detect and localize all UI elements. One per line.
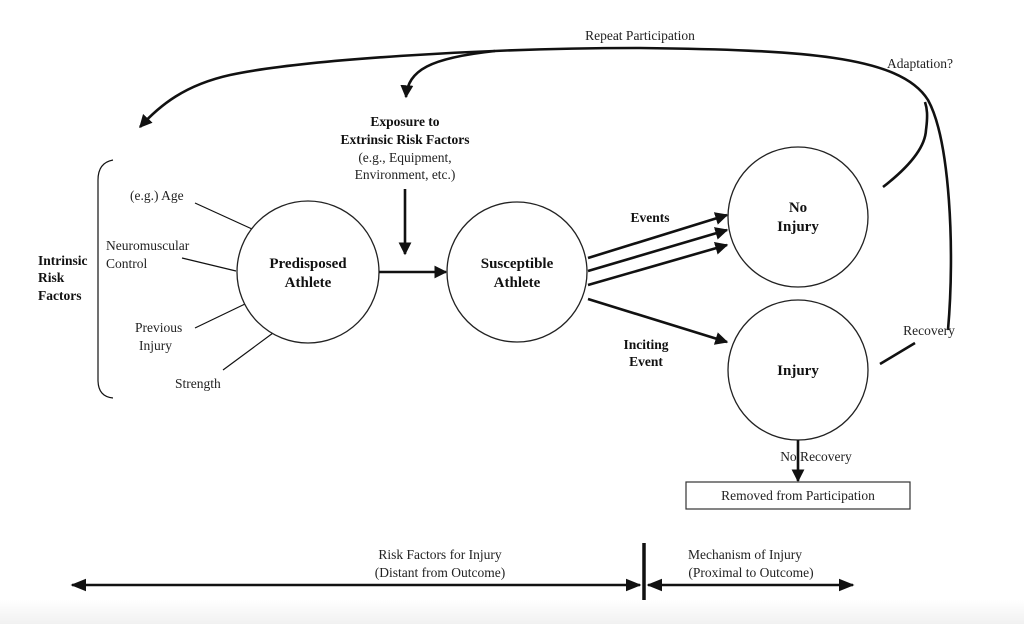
no-injury-line1: No (789, 200, 807, 216)
repeat-participation-label: Repeat Participation (585, 28, 695, 43)
removed-box (685, 481, 911, 510)
injury-label: Injury (777, 363, 819, 379)
inciting-event-arrow (587, 297, 729, 345)
no-recovery-label: No Recovery (780, 449, 852, 464)
event-arrow-2 (587, 227, 729, 273)
caption-fade-region (0, 600, 1024, 624)
no-injury-line2: Injury (777, 219, 819, 235)
recovery-branch-line (879, 341, 916, 366)
events-label: Events (630, 210, 669, 225)
susceptible-line1: Susceptible (481, 256, 554, 272)
event-arrow-1 (587, 212, 729, 260)
extrinsic-title-line2: Extrinsic Risk Factors (341, 132, 470, 147)
factor-connector-previous-injury (194, 303, 246, 329)
factor-neuromuscular-line1: Neuromuscular (106, 238, 190, 253)
extrinsic-title-line1: Exposure to (370, 114, 439, 129)
repeat-participation-loop (139, 46, 953, 331)
timeline-right-line2: (Proximal to Outcome) (688, 565, 813, 580)
node-injury: Injury (727, 299, 869, 441)
intrinsic-label-line1: Intrinsic (38, 253, 88, 268)
factor-connector-neuromuscular (181, 257, 237, 272)
removed-box-label: Removed from Participation (721, 488, 875, 503)
recovery-label: Recovery (903, 323, 955, 338)
node-predisposed-athlete: Predisposed Athlete (236, 200, 380, 344)
predisposed-line1: Predisposed (269, 256, 347, 272)
inciting-label-line1: Inciting (623, 337, 668, 352)
adaptation-branch (882, 101, 929, 189)
timeline-right-line1: Mechanism of Injury (688, 547, 802, 562)
predisposed-line2: Athlete (285, 275, 332, 291)
inciting-label-line2: Event (629, 354, 663, 369)
susceptible-line2: Athlete (494, 275, 541, 291)
node-no-injury: No Injury (727, 146, 869, 288)
event-arrow-3 (587, 241, 729, 287)
intrinsic-label-line2: Risk (38, 270, 65, 285)
intrinsic-bracket (97, 159, 114, 399)
exposure-branch-arrow (400, 49, 496, 99)
factor-connector-age (194, 202, 253, 230)
factor-neuromuscular-line2: Control (106, 256, 148, 271)
extrinsic-example-line2: Environment, etc.) (355, 167, 456, 182)
adaptation-label: Adaptation? (887, 56, 953, 71)
factor-previous-injury-line1: Previous (135, 320, 182, 335)
intrinsic-label-line3: Factors (38, 288, 81, 303)
node-susceptible-athlete: Susceptible Athlete (446, 201, 588, 343)
factor-age: (e.g.) Age (130, 188, 184, 203)
factor-previous-injury-line2: Injury (139, 338, 172, 353)
timeline-left-line1: Risk Factors for Injury (378, 547, 502, 562)
timeline-left-line2: (Distant from Outcome) (375, 565, 505, 580)
factor-connector-strength (222, 332, 274, 371)
extrinsic-example-line1: (e.g., Equipment, (358, 150, 451, 165)
factor-strength: Strength (175, 376, 221, 391)
